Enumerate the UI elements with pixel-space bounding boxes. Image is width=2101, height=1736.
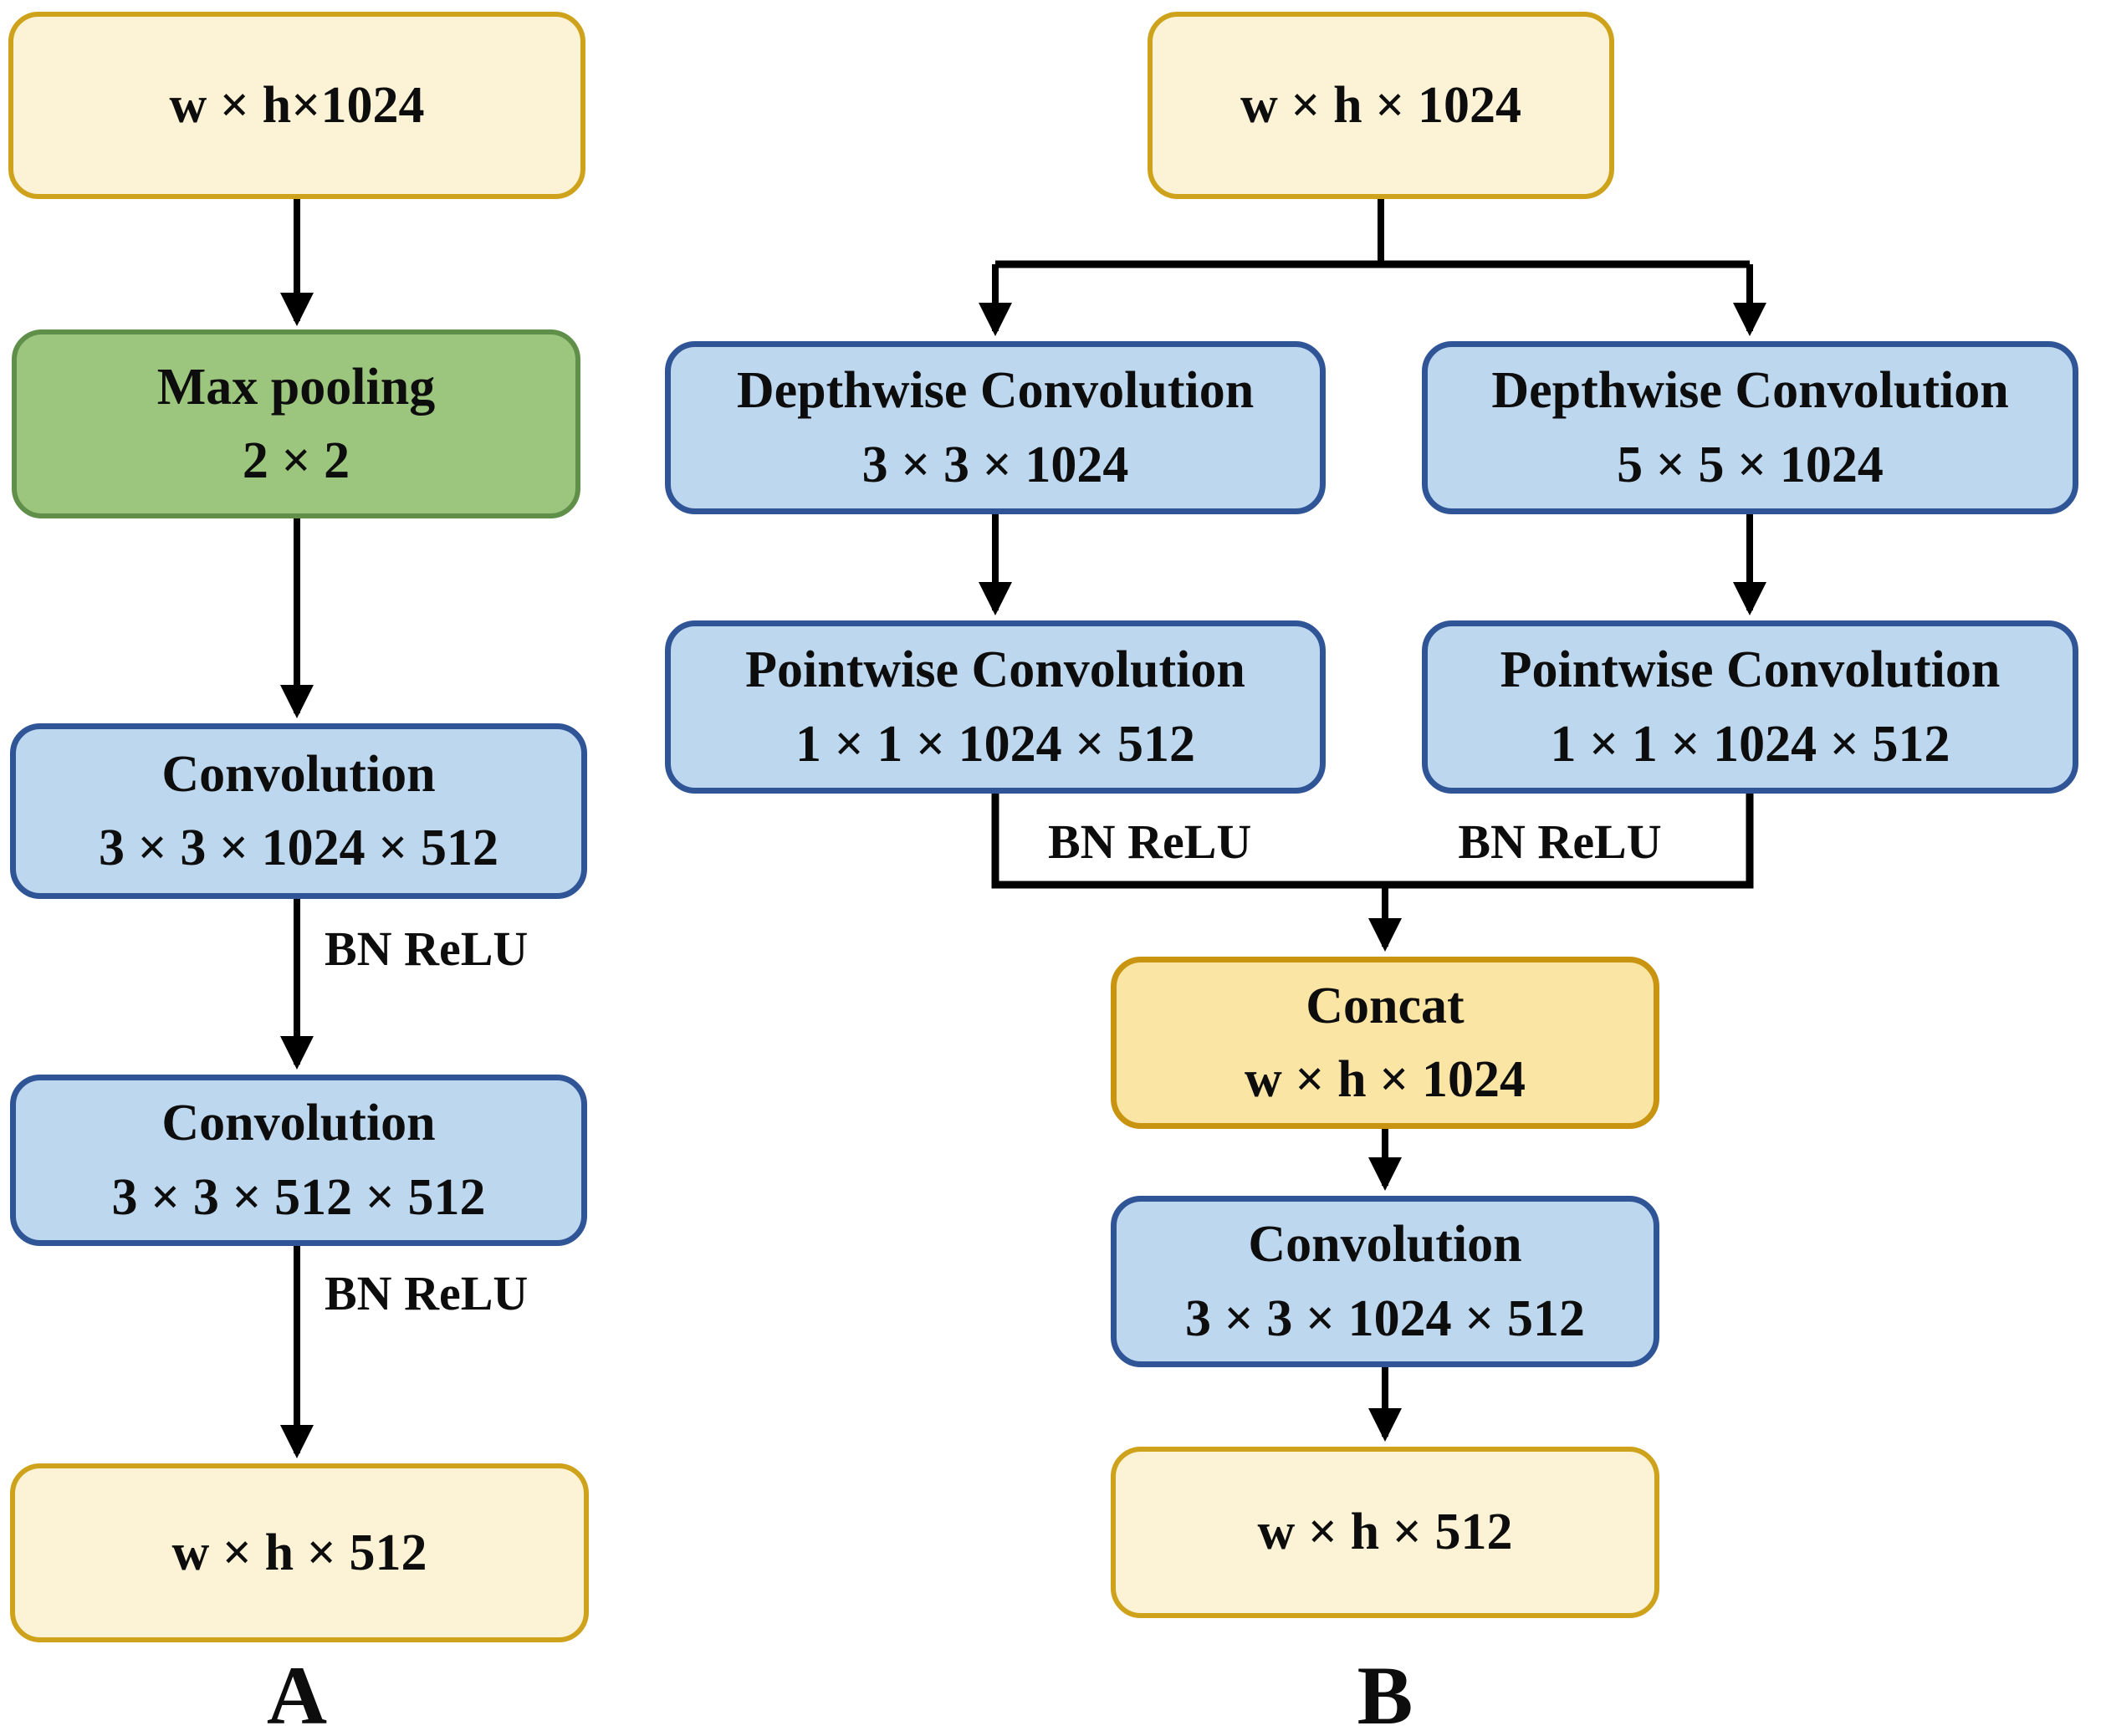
node-b-concat-dims: w × h × 1024 xyxy=(1245,1051,1526,1108)
label-a-bn-relu-2: BN ReLU xyxy=(325,1266,529,1320)
node-b-depthwise-left-dims: 3 × 3 × 1024 xyxy=(861,436,1129,493)
node-b-pointwise-right: Pointwise Convolution 1 × 1 × 1024 × 512 xyxy=(1422,620,2078,794)
connector-b-pointwise-left-elbow xyxy=(991,794,1385,889)
node-b-conv-title: Convolution xyxy=(1248,1216,1522,1274)
node-b-pointwise-right-dims: 1 × 1 × 1024 × 512 xyxy=(1550,715,1950,773)
node-b-depthwise-left: Depthwise Convolution 3 × 3 × 1024 xyxy=(665,341,1326,514)
node-b-depthwise-left-title: Depthwise Convolution xyxy=(736,362,1255,420)
node-b-output: w × h × 512 xyxy=(1111,1447,1659,1618)
node-a-conv2-title: Convolution xyxy=(161,1095,436,1152)
node-b-conv-dims: 3 × 3 × 1024 × 512 xyxy=(1185,1289,1585,1347)
node-b-depthwise-right-title: Depthwise Convolution xyxy=(1491,362,2009,420)
node-b-pointwise-left-title: Pointwise Convolution xyxy=(745,641,1245,699)
node-b-depthwise-right: Depthwise Convolution 5 × 5 × 1024 xyxy=(1422,341,2078,514)
node-b-input-text: w × h × 1024 xyxy=(1240,76,1521,134)
node-a-conv1-dims: 3 × 3 × 1024 × 512 xyxy=(99,819,498,876)
label-b-bn-relu-left: BN ReLU xyxy=(1048,814,1252,869)
label-branch-b: B xyxy=(1357,1649,1413,1736)
node-b-pointwise-right-title: Pointwise Convolution xyxy=(1500,641,2001,699)
node-a-conv2: Convolution 3 × 3 × 512 × 512 xyxy=(10,1075,587,1246)
node-b-pointwise-left: Pointwise Convolution 1 × 1 × 1024 × 512 xyxy=(665,620,1326,794)
node-a-conv1-title: Convolution xyxy=(161,745,436,803)
label-a-bn-relu-1: BN ReLU xyxy=(325,922,529,976)
node-a-conv2-dims: 3 × 3 × 512 × 512 xyxy=(111,1168,486,1226)
connector-b-pointwise-right-elbow xyxy=(1385,794,1754,889)
node-a-input-text: w × h×1024 xyxy=(169,76,425,134)
node-b-depthwise-right-dims: 5 × 5 × 1024 xyxy=(1617,436,1884,493)
node-a-maxpool: Max pooling 2 × 2 xyxy=(12,329,580,518)
node-b-input: w × h × 1024 xyxy=(1148,12,1614,199)
node-a-conv1: Convolution 3 × 3 × 1024 × 512 xyxy=(10,723,587,899)
node-a-output: w × h × 512 xyxy=(10,1463,589,1642)
node-b-conv: Convolution 3 × 3 × 1024 × 512 xyxy=(1111,1196,1659,1367)
node-a-output-text: w × h × 512 xyxy=(171,1524,427,1581)
node-a-maxpool-title: Max pooling xyxy=(156,358,436,416)
label-branch-a: A xyxy=(266,1649,328,1736)
node-b-pointwise-left-dims: 1 × 1 × 1024 × 512 xyxy=(795,715,1195,773)
node-b-output-text: w × h × 512 xyxy=(1257,1504,1513,1561)
node-a-maxpool-size: 2 × 2 xyxy=(242,432,350,489)
node-b-concat: Concat w × h × 1024 xyxy=(1111,957,1659,1129)
node-b-concat-title: Concat xyxy=(1306,977,1465,1034)
node-a-input: w × h×1024 xyxy=(8,12,585,199)
label-b-bn-relu-right: BN ReLU xyxy=(1458,814,1662,869)
